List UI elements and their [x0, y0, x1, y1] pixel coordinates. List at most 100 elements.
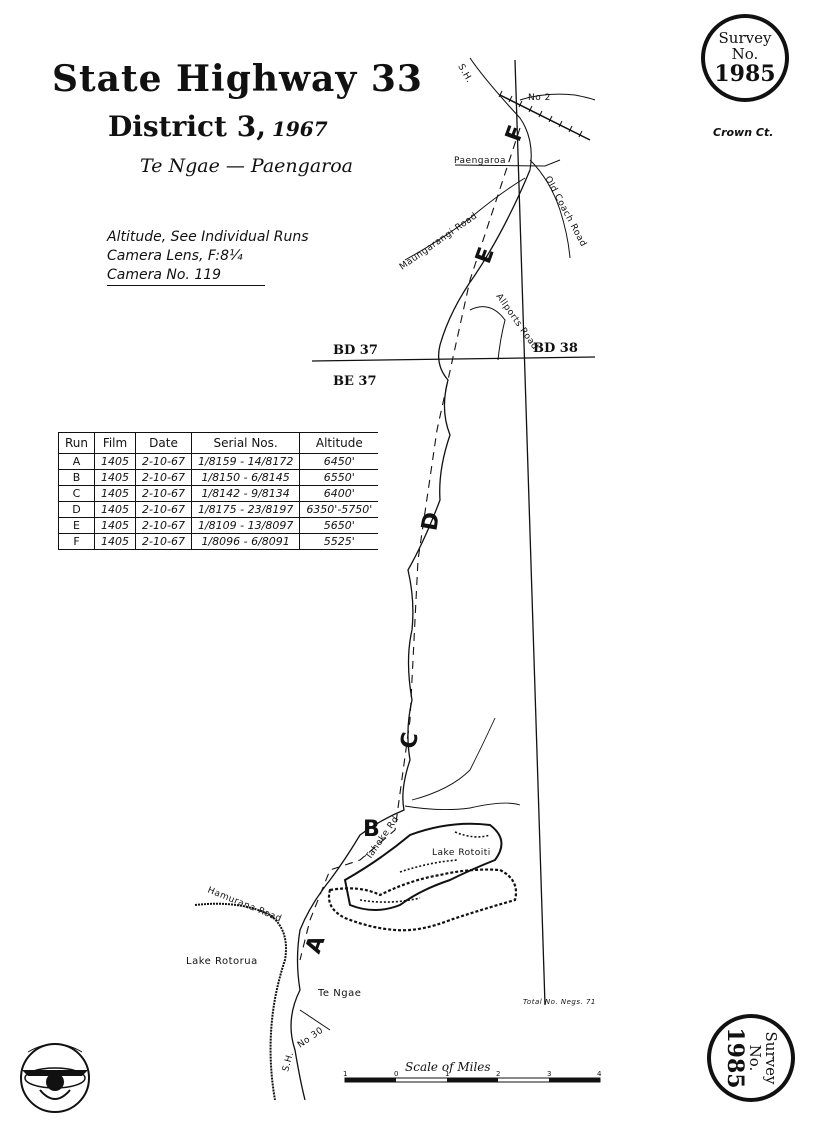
altitude-note: Altitude, See Individual Runs [107, 229, 309, 245]
table-cell: 2-10-67 [135, 517, 192, 534]
lake-rotorua-shore [194, 902, 287, 1101]
scale-tick-label: 4 [597, 1070, 602, 1078]
table-cell: 2-10-67 [135, 533, 192, 550]
column-header: Serial Nos. [191, 432, 301, 454]
table-cell: 1405 [94, 517, 137, 534]
run-table: Run Film Date Serial Nos. Altitude A 140… [57, 432, 379, 550]
table-cell: 1405 [94, 453, 137, 470]
lake-rotoiti-hatching [327, 868, 518, 932]
label-no2: No 2 [528, 93, 551, 103]
paengaroa-road [454, 159, 561, 167]
road-no30 [299, 1009, 331, 1031]
year-label: 1967 [271, 117, 328, 141]
run-label-f: F [501, 122, 530, 145]
label-paengaroa: Paengaroa [454, 156, 506, 166]
district-title: District 3,1967 [108, 110, 328, 143]
table-row: A 1405 2-10-67 1/8159 - 14/8172 6450' [57, 453, 379, 470]
table-cell: 1/8175 - 23/8197 [191, 501, 301, 518]
table-cell: 5525' [299, 533, 379, 550]
camera-note: Camera No. 119 [107, 266, 266, 286]
label-no30: No 30 [296, 1026, 326, 1051]
table-cell: 1405 [94, 501, 137, 518]
total-negatives: Total No. Negs. 71 [523, 998, 596, 1006]
flight-line [299, 127, 521, 961]
column-header: Altitude [299, 432, 379, 454]
maungarangi-road-line [404, 177, 526, 261]
table-cell: D [57, 501, 96, 518]
table-cell: 1/8096 - 6/8091 [191, 533, 301, 550]
grid-label-be37: BE 37 [333, 374, 377, 389]
stream [411, 717, 496, 801]
allports-road-line [469, 306, 506, 361]
table-cell: 6400' [299, 485, 379, 502]
run-label-d: D [417, 510, 445, 532]
table-cell: 2-10-67 [135, 453, 192, 470]
label-old-coach-road: Old Coach Road [542, 175, 588, 249]
table-cell: 1/8150 - 6/8145 [191, 469, 301, 486]
column-header: Film [94, 432, 137, 454]
label-sh-top: S.H. [455, 63, 474, 85]
run-label-a: A [301, 932, 330, 957]
route-subtitle: Te Ngae — Paengaroa [140, 155, 353, 177]
stamp-number: 1985 [714, 61, 776, 87]
label-hamurana-road: Hamurana Road [206, 886, 283, 925]
old-coach-road-line [529, 159, 571, 259]
table-cell: 1/8159 - 14/8172 [191, 453, 301, 470]
state-highway-top [469, 57, 532, 171]
nz-aerial-mapping-logo [20, 1043, 90, 1113]
survey-stamp: Survey No. 1985 [701, 14, 789, 102]
table-row: C 1405 2-10-67 1/8142 - 9/8134 6400' [57, 485, 379, 502]
table-cell: 2-10-67 [135, 485, 192, 502]
table-cell: 1405 [94, 469, 137, 486]
table-cell: 1405 [94, 485, 137, 502]
road-no2 [519, 93, 596, 101]
table-cell: 6550' [299, 469, 379, 486]
scale-tick-label: 0 [394, 1070, 398, 1078]
table-cell: 6350'-5750' [299, 501, 379, 518]
page-title: State Highway 33 [52, 58, 423, 100]
label-lake-rotorua: Lake Rotorua [186, 956, 258, 967]
scale-bar-segment [447, 1078, 498, 1082]
column-header: Run [57, 432, 96, 454]
table-row: F 1405 2-10-67 1/8096 - 6/8091 5525' [57, 533, 379, 550]
table-cell: 1405 [94, 533, 137, 550]
table-cell: B [57, 469, 96, 486]
grid-label-bd37: BD 37 [333, 343, 378, 358]
stream [404, 802, 521, 811]
table-row: B 1405 2-10-67 1/8150 - 6/8145 6550' [57, 469, 379, 486]
scale-tick-label: 1 [445, 1070, 449, 1078]
table-cell: E [57, 517, 96, 534]
scale-label: Scale of Miles [405, 1060, 491, 1074]
table-cell: 1/8142 - 9/8134 [191, 485, 301, 502]
grid-line-vertical [514, 59, 546, 1006]
lens-note: Camera Lens, F:8¼ [107, 248, 243, 264]
table-cell: C [57, 485, 96, 502]
scale-bar-segment [549, 1078, 600, 1082]
label-sh-bottom: S.H. [281, 1051, 296, 1073]
scale-tick-label: 1 [343, 1070, 347, 1078]
column-header: Date [135, 432, 192, 454]
stamp-no-label: No. [731, 45, 759, 63]
label-lake-rotoiti: Lake Rotoiti [432, 848, 491, 858]
scale-bar-segment [345, 1078, 396, 1082]
table-cell: 5650' [299, 517, 379, 534]
run-label-c: C [396, 730, 423, 750]
scale-tick-label: 3 [547, 1070, 551, 1078]
railway-ties [498, 90, 583, 138]
district-label: District 3, [108, 110, 266, 143]
camera-info: Altitude, See Individual Runs Camera Len… [107, 228, 309, 286]
table-cell: 2-10-67 [135, 469, 192, 486]
scale-tick-label: 2 [496, 1070, 500, 1078]
state-highway-33 [290, 169, 531, 1101]
table-row: D 1405 2-10-67 1/8175 - 23/8197 6350'-57… [57, 501, 379, 518]
lake-hatching-detail [359, 831, 491, 903]
table-cell: 1/8109 - 13/8097 [191, 517, 301, 534]
railway-line [499, 94, 591, 141]
table-header-row: Run Film Date Serial Nos. Altitude [57, 432, 379, 454]
table-cell: 6450' [299, 453, 379, 470]
table-cell: A [57, 453, 96, 470]
run-label-b: B [363, 817, 380, 842]
table-cell: F [57, 533, 96, 550]
table-cell: 2-10-67 [135, 501, 192, 518]
